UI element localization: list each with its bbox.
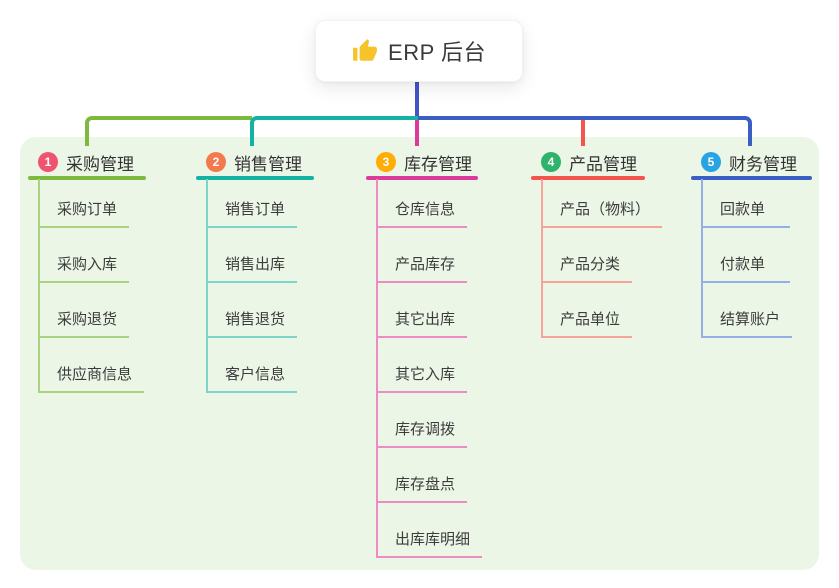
child-node[interactable]: 销售出库 xyxy=(208,228,298,283)
child-label: 产品（物料） xyxy=(543,198,663,228)
branch-number-badge: 4 xyxy=(541,152,561,172)
mindmap-branch-2: 2 销售管理 销售订单 销售出库 销售退货 客户信息 xyxy=(196,145,314,393)
child-node[interactable]: 产品单位 xyxy=(543,283,662,338)
child-node[interactable]: 结算账户 xyxy=(703,283,793,338)
connector-branch-2 xyxy=(250,116,418,146)
child-node[interactable]: 其它出库 xyxy=(378,283,482,338)
child-node[interactable]: 采购入库 xyxy=(40,228,144,283)
child-label: 其它入库 xyxy=(378,363,468,393)
child-node[interactable]: 供应商信息 xyxy=(40,338,145,393)
child-node[interactable]: 采购退货 xyxy=(40,283,144,338)
child-label: 仓库信息 xyxy=(378,198,468,228)
branch-children: 产品（物料） 产品分类 产品单位 xyxy=(541,179,663,338)
connector-branch-1 xyxy=(85,116,252,146)
child-label: 回款单 xyxy=(703,198,790,228)
branch-underline xyxy=(691,176,812,180)
child-label: 采购退货 xyxy=(40,308,130,338)
child-node[interactable]: 产品分类 xyxy=(543,228,662,283)
branch-underline xyxy=(28,176,146,180)
branch-children: 销售订单 销售出库 销售退货 客户信息 xyxy=(206,179,298,393)
branch-children: 仓库信息 产品库存 其它出库 其它入库 库存调拨 库存盘点 出库库明细 xyxy=(376,179,483,558)
child-node[interactable]: 仓库信息 xyxy=(378,179,482,228)
child-label: 采购订单 xyxy=(40,198,130,228)
mindmap-branch-5: 5 财务管理 回款单 付款单 结算账户 xyxy=(691,145,812,338)
child-node[interactable]: 出库库明细 xyxy=(378,503,483,558)
branch-node[interactable]: 2 销售管理 xyxy=(196,145,302,174)
child-label: 销售订单 xyxy=(208,198,298,228)
connector-branch-3 xyxy=(415,120,419,146)
child-node[interactable]: 客户信息 xyxy=(208,338,298,393)
mindmap-branch-4: 4 产品管理 产品（物料） 产品分类 产品单位 xyxy=(531,145,663,338)
branch-children: 回款单 付款单 结算账户 xyxy=(701,179,793,338)
branch-label: 财务管理 xyxy=(729,154,797,174)
child-label: 出库库明细 xyxy=(378,528,483,558)
child-label: 库存盘点 xyxy=(378,473,468,503)
child-node[interactable]: 其它入库 xyxy=(378,338,482,393)
branch-number-badge: 1 xyxy=(38,152,58,172)
child-node[interactable]: 库存盘点 xyxy=(378,448,482,503)
branch-children: 采购订单 采购入库 采购退货 供应商信息 xyxy=(38,179,145,393)
branch-label: 采购管理 xyxy=(66,154,134,174)
thumbs-up-icon xyxy=(353,39,377,61)
branch-number-badge: 5 xyxy=(701,152,721,172)
child-node[interactable]: 产品（物料） xyxy=(543,179,663,228)
child-node[interactable]: 库存调拨 xyxy=(378,393,482,448)
branch-label: 产品管理 xyxy=(569,154,637,174)
child-node[interactable]: 销售退货 xyxy=(208,283,298,338)
branch-node[interactable]: 1 采购管理 xyxy=(28,145,134,174)
root-connector-stem xyxy=(415,82,419,118)
branch-underline xyxy=(366,176,478,180)
child-label: 结算账户 xyxy=(703,308,793,338)
child-label: 产品单位 xyxy=(543,308,633,338)
child-label: 供应商信息 xyxy=(40,363,145,393)
child-label: 库存调拨 xyxy=(378,418,468,448)
branch-number-badge: 3 xyxy=(376,152,396,172)
child-node[interactable]: 付款单 xyxy=(703,228,792,283)
child-node[interactable]: 回款单 xyxy=(703,179,792,228)
branch-underline xyxy=(196,176,314,180)
child-label: 产品分类 xyxy=(543,253,633,283)
branch-node[interactable]: 3 库存管理 xyxy=(366,145,472,174)
mindmap-background-panel xyxy=(20,137,819,570)
child-label: 付款单 xyxy=(703,253,790,283)
connector-branch-4 xyxy=(581,120,585,146)
branch-node[interactable]: 4 产品管理 xyxy=(531,145,637,174)
branch-label: 库存管理 xyxy=(404,154,472,174)
child-label: 销售出库 xyxy=(208,253,298,283)
branch-node[interactable]: 5 财务管理 xyxy=(691,145,797,174)
child-node[interactable]: 产品库存 xyxy=(378,228,482,283)
branch-label: 销售管理 xyxy=(234,154,302,174)
branch-number-badge: 2 xyxy=(206,152,226,172)
child-label: 产品库存 xyxy=(378,253,468,283)
child-label: 其它出库 xyxy=(378,308,468,338)
branch-underline xyxy=(531,176,645,180)
root-title: ERP 后台 xyxy=(388,40,486,65)
mindmap-branch-1: 1 采购管理 采购订单 采购入库 采购退货 供应商信息 xyxy=(28,145,146,393)
mindmap-branch-3: 3 库存管理 仓库信息 产品库存 其它出库 其它入库 库存调拨 库存盘点 出库库… xyxy=(366,145,483,558)
child-label: 客户信息 xyxy=(208,363,298,393)
connector-branch-5 xyxy=(418,116,752,146)
root-node[interactable]: ERP 后台 xyxy=(315,20,523,82)
child-node[interactable]: 销售订单 xyxy=(208,179,298,228)
child-node[interactable]: 采购订单 xyxy=(40,179,144,228)
child-label: 销售退货 xyxy=(208,308,298,338)
child-label: 采购入库 xyxy=(40,253,130,283)
